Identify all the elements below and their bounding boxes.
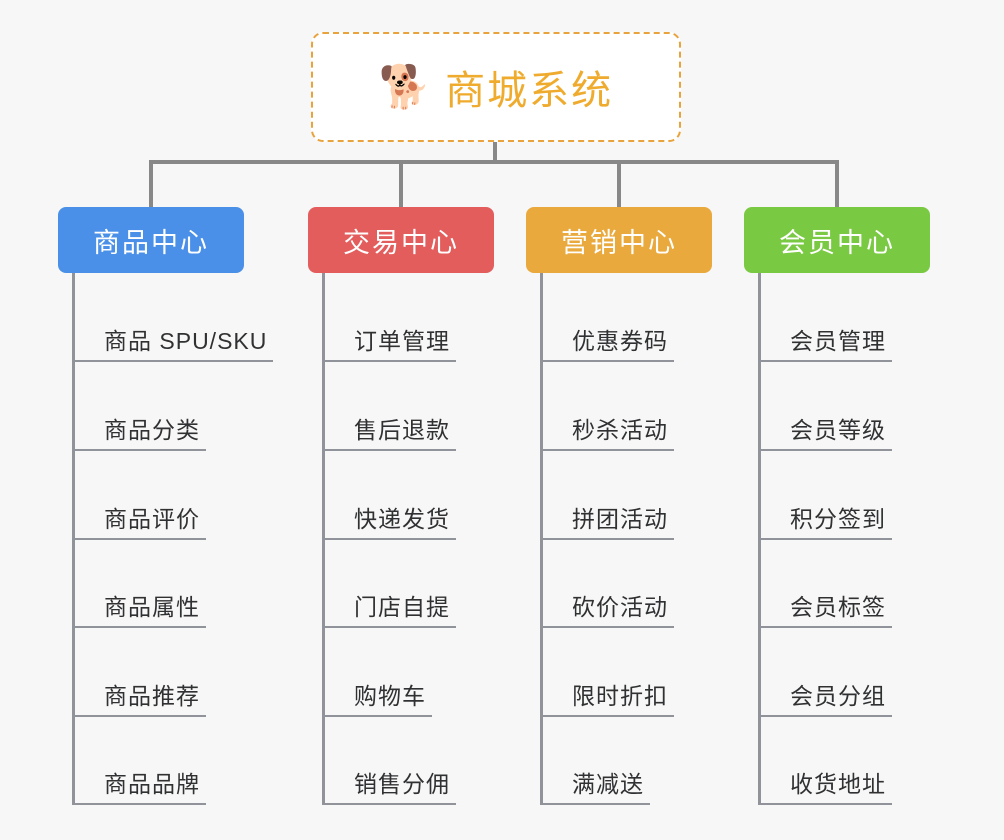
leaf-label: 会员等级: [790, 416, 886, 443]
leaf-underline: 订单管理: [322, 327, 456, 362]
connector-drop-branch-2: [399, 160, 403, 208]
branch-node-member-center[interactable]: 会员中心: [744, 207, 930, 273]
leaf-underline: 售后退款: [322, 416, 456, 451]
leaf-label: 门店自提: [354, 593, 450, 620]
leaf-underline: 会员管理: [758, 327, 892, 362]
leaf-item[interactable]: 商品分类: [72, 362, 206, 451]
leaf-column-product-center: 商品 SPU/SKU 商品分类 商品评价 商品属性 商品推荐 商品品牌: [72, 273, 302, 808]
branch-label: 商品中心: [93, 227, 209, 258]
connector-drop-branch-1: [149, 160, 153, 208]
leaf-item[interactable]: 售后退款: [322, 362, 456, 451]
leaf-item[interactable]: 订单管理: [322, 273, 456, 362]
leaf-underline: 会员分组: [758, 682, 892, 717]
leaf-underline: 商品分类: [72, 416, 206, 451]
connector-horizontal-bus: [149, 160, 839, 164]
branch-node-trade-center[interactable]: 交易中心: [308, 207, 494, 273]
leaf-underline: 满减送: [540, 770, 650, 805]
leaf-label: 销售分佣: [354, 770, 450, 797]
branch-label: 营销中心: [561, 227, 677, 258]
leaf-underline: 门店自提: [322, 593, 456, 628]
branch-node-product-center[interactable]: 商品中心: [58, 207, 244, 273]
leaf-label: 收货地址: [790, 770, 886, 797]
leaf-underline: 砍价活动: [540, 593, 674, 628]
leaf-item[interactable]: 商品评价: [72, 451, 206, 540]
root-node-title: 商城系统: [445, 69, 614, 113]
leaf-label: 快递发货: [354, 505, 450, 532]
leaf-item[interactable]: 商品推荐: [72, 628, 206, 717]
leaf-label: 满减送: [572, 770, 644, 797]
leaf-label: 购物车: [354, 682, 426, 709]
branch-label: 会员中心: [779, 227, 895, 258]
leaf-column-member-center: 会员管理 会员等级 积分签到 会员标签 会员分组 收货地址: [758, 273, 958, 808]
leaf-column-trade-center: 订单管理 售后退款 快递发货 门店自提 购物车 销售分佣: [322, 273, 522, 808]
leaf-label: 会员分组: [790, 682, 886, 709]
leaf-item[interactable]: 销售分佣: [322, 716, 456, 805]
leaf-item[interactable]: 秒杀活动: [540, 362, 674, 451]
branch-label: 交易中心: [343, 227, 459, 258]
leaf-item[interactable]: 商品品牌: [72, 716, 206, 805]
leaf-underline: 销售分佣: [322, 770, 456, 805]
shiba-dog-face-icon: 🐕: [378, 63, 432, 110]
leaf-item[interactable]: 快递发货: [322, 451, 456, 540]
leaf-underline: 商品评价: [72, 505, 206, 540]
leaf-label: 商品评价: [104, 505, 200, 532]
leaf-item[interactable]: 商品属性: [72, 539, 206, 628]
leaf-label: 秒杀活动: [572, 416, 668, 443]
leaf-item[interactable]: 积分签到: [758, 451, 892, 540]
leaf-label: 订单管理: [354, 327, 450, 354]
leaf-label: 会员标签: [790, 593, 886, 620]
root-node-shopping-mall-system[interactable]: 🐕 商城系统: [311, 32, 681, 142]
leaf-label: 会员管理: [790, 327, 886, 354]
leaf-label: 商品 SPU/SKU: [104, 327, 268, 354]
connector-drop-branch-4: [835, 160, 839, 208]
leaf-underline: 收货地址: [758, 770, 892, 805]
leaf-item[interactable]: 砍价活动: [540, 539, 674, 628]
leaf-column-marketing-center: 优惠券码 秒杀活动 拼团活动 砍价活动 限时折扣 满减送: [540, 273, 740, 808]
leaf-underline: 购物车: [322, 682, 432, 717]
leaf-underline: 商品推荐: [72, 682, 206, 717]
leaf-item[interactable]: 会员管理: [758, 273, 892, 362]
leaf-item[interactable]: 满减送: [540, 716, 650, 805]
leaf-item[interactable]: 门店自提: [322, 539, 456, 628]
leaf-underline: 秒杀活动: [540, 416, 674, 451]
leaf-label: 商品分类: [104, 416, 200, 443]
leaf-underline: 积分签到: [758, 505, 892, 540]
leaf-item[interactable]: 会员分组: [758, 628, 892, 717]
leaf-item[interactable]: 收货地址: [758, 716, 892, 805]
leaf-underline: 限时折扣: [540, 682, 674, 717]
connector-drop-branch-3: [617, 160, 621, 208]
leaf-label: 商品推荐: [104, 682, 200, 709]
branch-node-marketing-center[interactable]: 营销中心: [526, 207, 712, 273]
leaf-underline: 拼团活动: [540, 505, 674, 540]
leaf-item[interactable]: 购物车: [322, 628, 432, 717]
leaf-underline: 会员等级: [758, 416, 892, 451]
leaf-label: 优惠券码: [572, 327, 668, 354]
leaf-item[interactable]: 商品 SPU/SKU: [72, 273, 274, 362]
leaf-item[interactable]: 会员标签: [758, 539, 892, 628]
leaf-label: 商品属性: [104, 593, 200, 620]
leaf-label: 砍价活动: [572, 593, 668, 620]
leaf-item[interactable]: 优惠券码: [540, 273, 674, 362]
leaf-label: 限时折扣: [572, 682, 668, 709]
leaf-underline: 商品品牌: [72, 770, 206, 805]
leaf-underline: 优惠券码: [540, 327, 674, 362]
leaf-underline: 快递发货: [322, 505, 456, 540]
leaf-underline: 会员标签: [758, 593, 892, 628]
connector-root-stem: [493, 142, 497, 164]
leaf-label: 拼团活动: [572, 505, 668, 532]
leaf-item[interactable]: 会员等级: [758, 362, 892, 451]
leaf-item[interactable]: 拼团活动: [540, 451, 674, 540]
leaf-underline: 商品 SPU/SKU: [72, 327, 274, 362]
leaf-label: 积分签到: [790, 505, 886, 532]
leaf-item[interactable]: 限时折扣: [540, 628, 674, 717]
leaf-label: 售后退款: [354, 416, 450, 443]
leaf-label: 商品品牌: [104, 770, 200, 797]
leaf-underline: 商品属性: [72, 593, 206, 628]
